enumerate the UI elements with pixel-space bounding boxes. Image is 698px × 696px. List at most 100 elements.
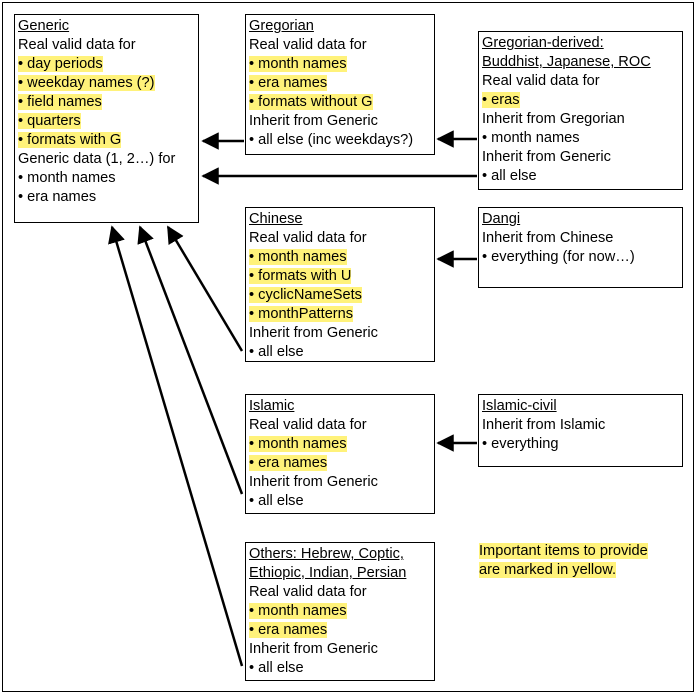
box-title: Chinese — [249, 211, 303, 227]
item-text: Inherit from Chinese — [482, 230, 614, 246]
bullet-item: era names — [18, 188, 195, 207]
highlighted-text: weekday names (?) — [18, 75, 155, 91]
section-label: Real valid data for — [249, 229, 431, 248]
bullet-item: monthPatterns — [249, 305, 431, 324]
section-label: Real valid data for — [249, 583, 431, 602]
bullet-item: month names — [18, 169, 195, 188]
highlighted-text: monthPatterns — [249, 306, 354, 322]
bullet-item: month names — [249, 435, 431, 454]
box-islamic: Islamic Real valid data for month names er… — [245, 394, 435, 514]
bullet-item: era names — [249, 74, 431, 93]
item-text: Real valid data for — [249, 417, 367, 433]
box-lines: Real valid data for month names era names f… — [249, 36, 431, 150]
box-title-2: Buddhist, Japanese, ROC — [482, 54, 651, 70]
section-label: Generic data (1, 2…) for — [18, 150, 195, 169]
highlighted-text: month names — [249, 436, 347, 452]
section-label: Inherit from Chinese — [482, 229, 679, 248]
item-text: month names — [18, 170, 116, 186]
bullet-item: month names — [249, 602, 431, 621]
section-label: Real valid data for — [249, 36, 431, 55]
section-label: Inherit from Islamic — [482, 416, 679, 435]
highlighted-text: quarters — [18, 113, 81, 129]
item-text: Inherit from Generic — [249, 325, 378, 341]
box-lines: Real valid data for day periods weekday na… — [18, 36, 195, 207]
box-lines: Inherit from Chinese everything (for now…… — [482, 229, 679, 267]
item-text: Real valid data for — [18, 37, 136, 53]
legend-note: Important items to provide are marked in… — [479, 542, 648, 580]
highlighted-text: cyclicNameSets — [249, 287, 362, 303]
item-text: Real valid data for — [482, 73, 600, 89]
bullet-item: all else — [249, 343, 431, 362]
bullet-item: eras — [482, 91, 679, 110]
section-label: Inherit from Generic — [249, 473, 431, 492]
box-title: Islamic-civil — [482, 398, 557, 414]
item-text: Inherit from Generic — [249, 474, 378, 490]
highlighted-text: formats with U — [249, 268, 352, 284]
bullet-item: formats with U — [249, 267, 431, 286]
section-label: Real valid data for — [249, 416, 431, 435]
legend-note-line-2: are marked in yellow. — [479, 562, 617, 578]
section-label: Inherit from Generic — [249, 640, 431, 659]
item-text: Real valid data for — [249, 584, 367, 600]
item-text: Inherit from Gregorian — [482, 111, 625, 127]
bullet-item: month names — [249, 55, 431, 74]
section-label: Inherit from Generic — [249, 324, 431, 343]
bullet-item: field names — [18, 93, 195, 112]
item-text: all else (inc weekdays?) — [249, 132, 413, 148]
highlighted-text: field names — [18, 94, 102, 110]
bullet-item: formats with G — [18, 131, 195, 150]
item-text: Inherit from Generic — [482, 149, 611, 165]
box-chinese: Chinese Real valid data for month names fo… — [245, 207, 435, 362]
bullet-item: formats without G — [249, 93, 431, 112]
bullet-item: day periods — [18, 55, 195, 74]
item-text: all else — [482, 168, 537, 184]
item-text: Generic data (1, 2…) for — [18, 151, 176, 167]
box-title: Dangi — [482, 211, 521, 227]
arrow-others-to-generic — [108, 225, 244, 667]
box-title-2: Ethiopic, Indian, Persian — [249, 565, 407, 581]
bullet-item: era names — [249, 621, 431, 640]
box-lines: Real valid data for month names era namesI… — [249, 583, 431, 678]
bullet-item: quarters — [18, 112, 195, 131]
highlighted-text: formats with G — [18, 132, 122, 148]
box-others: Others: Hebrew, Coptic, Ethiopic, Indian… — [245, 542, 435, 681]
bullet-item: everything (for now…) — [482, 248, 679, 267]
highlighted-text: month names — [249, 56, 347, 72]
item-text: Real valid data for — [249, 230, 367, 246]
highlighted-text: era names — [249, 75, 328, 91]
highlighted-text: era names — [249, 622, 328, 638]
box-title: Gregorian — [249, 18, 314, 34]
highlighted-text: eras — [482, 92, 520, 108]
item-text: everything — [482, 436, 559, 452]
box-title: Generic — [18, 18, 70, 34]
highlighted-text: era names — [249, 455, 328, 471]
box-gregorian: Gregorian Real valid data for month names… — [245, 14, 435, 155]
section-label: Inherit from Generic — [249, 112, 431, 131]
box-title: Gregorian-derived: — [482, 35, 604, 51]
item-text: Inherit from Islamic — [482, 417, 606, 433]
item-text: everything (for now…) — [482, 249, 635, 265]
bullet-item: all else — [482, 167, 679, 186]
box-islamic-civil: Islamic-civil Inherit from Islamic everyt… — [478, 394, 683, 467]
bullet-item: era names — [249, 454, 431, 473]
highlighted-text: formats without G — [249, 94, 373, 110]
arrow-islamic-to-generic — [137, 225, 244, 495]
section-label: Inherit from Gregorian — [482, 110, 679, 129]
bullet-item: month names — [249, 248, 431, 267]
bullet-item: weekday names (?) — [18, 74, 195, 93]
item-text: all else — [249, 493, 304, 509]
bullet-item: everything — [482, 435, 679, 454]
highlighted-text: day periods — [18, 56, 103, 72]
item-text: Real valid data for — [249, 37, 367, 53]
section-label: Inherit from Generic — [482, 148, 679, 167]
bullet-item: all else — [249, 492, 431, 511]
highlighted-text: month names — [249, 603, 347, 619]
section-label: Real valid data for — [18, 36, 195, 55]
arrow-chinese-to-generic — [166, 225, 244, 352]
highlighted-text: month names — [249, 249, 347, 265]
box-title: Islamic — [249, 398, 295, 414]
box-lines: Real valid data for month names era namesI… — [249, 416, 431, 511]
bullet-item: all else — [249, 659, 431, 678]
